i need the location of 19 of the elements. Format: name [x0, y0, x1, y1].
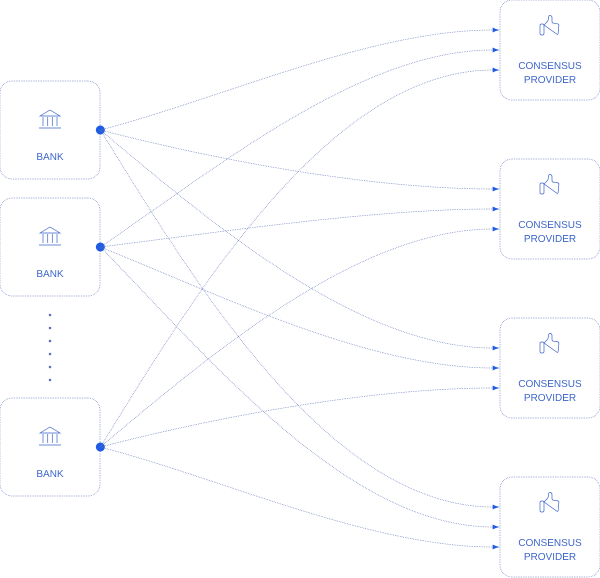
arrow: [100, 446, 498, 550]
provider-box: CONSENSUS PROVIDER: [500, 158, 600, 260]
arrow: [100, 226, 498, 448]
provider-box: CONSENSUS PROVIDER: [500, 318, 600, 418]
arrow: [100, 28, 498, 130]
arrow: [100, 130, 498, 192]
bank-box: BANK: [0, 398, 100, 496]
arrow: [100, 206, 498, 248]
arrow: [100, 130, 498, 510]
bank-box: BANK: [0, 198, 100, 296]
provider-box: CONSENSUS PROVIDER: [500, 476, 600, 578]
arrow: [100, 48, 498, 248]
arrow: [100, 246, 498, 370]
arrow: [100, 386, 498, 448]
arrow: [100, 246, 498, 530]
provider-box: CONSENSUS PROVIDER: [500, 0, 600, 100]
arrow: [100, 130, 498, 350]
arrow: [100, 68, 498, 448]
bank-box: BANK: [0, 80, 100, 180]
